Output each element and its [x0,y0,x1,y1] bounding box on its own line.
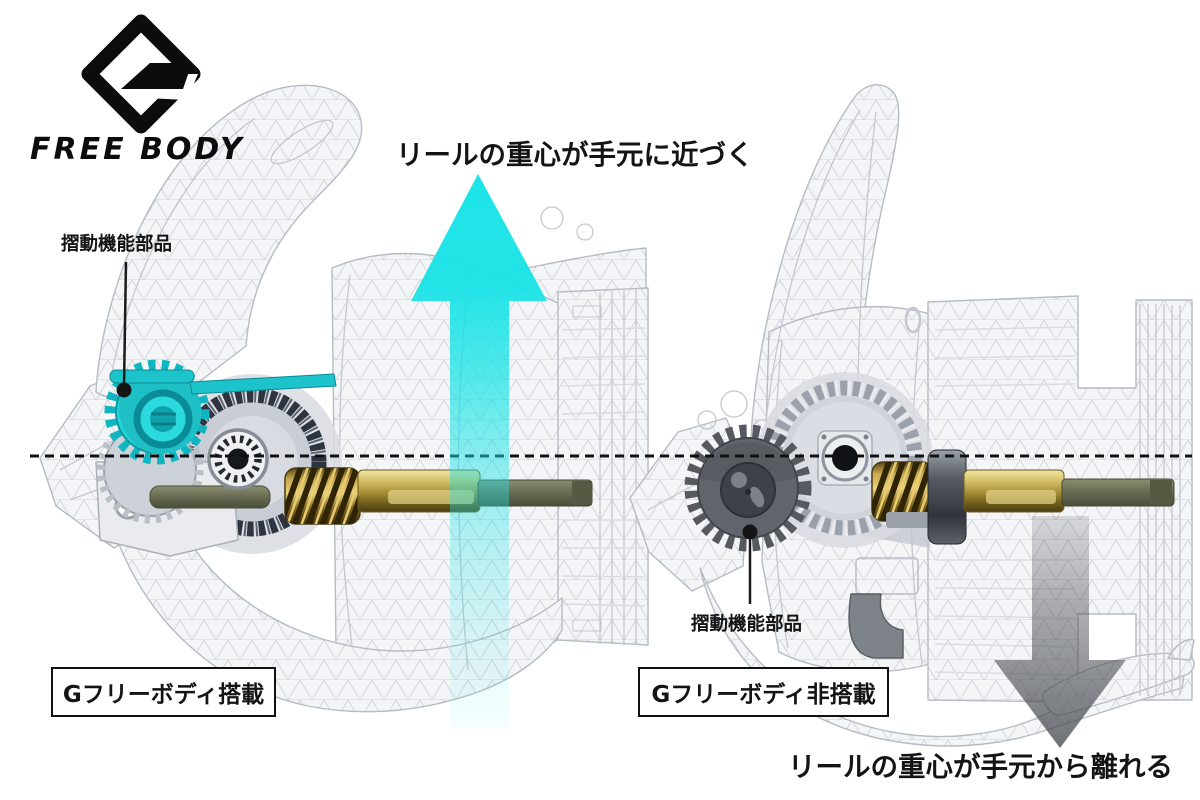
left-olive-rod [149,485,271,509]
left-sliding-gear-cyan [104,359,210,465]
g-diamond-logo-icon [81,14,201,134]
left-cyan-slider-bar [189,373,337,395]
left-worm-shaft [284,467,361,525]
left-gear-train [95,359,593,557]
left-part-label: 摺動機能部品 [61,234,173,255]
right-gear-train [684,372,1175,552]
right-part-label: 摺動機能部品 [691,614,803,635]
right-reel-illustration [629,84,1195,747]
left-part-callout [116,261,132,398]
right-collar-bearing [927,449,967,545]
left-reel-spool [557,287,649,646]
left-caption-text: Gフリーボディ搭載 [62,682,265,708]
right-sliding-gear-dark [684,424,812,552]
left-caption-box: Gフリーボディ搭載 [51,667,276,717]
right-caption-text: Gフリーボディ非搭載 [651,682,876,708]
right-part-callout [742,524,758,604]
right-stopper-lever [848,593,904,659]
left-reel-illustration [39,84,649,713]
left-cyan-rod [109,369,195,384]
left-reel-upper-arm [95,84,363,402]
right-caption-box: Gフリーボディ非搭載 [638,667,889,717]
down-arrow [994,516,1126,748]
right-pinion-shaft [1061,478,1175,507]
left-bearing [207,428,269,490]
up-arrow [411,174,547,728]
brand-wordmark: FREE BODY [30,132,245,167]
up-arrow-label: リールの重心が手元に近づく [396,139,754,171]
left-reel-rotor-cup [331,252,561,677]
right-drive-gear-teeth [767,380,923,536]
down-arrow-label: リールの重心が手元から離れる [788,751,1173,783]
